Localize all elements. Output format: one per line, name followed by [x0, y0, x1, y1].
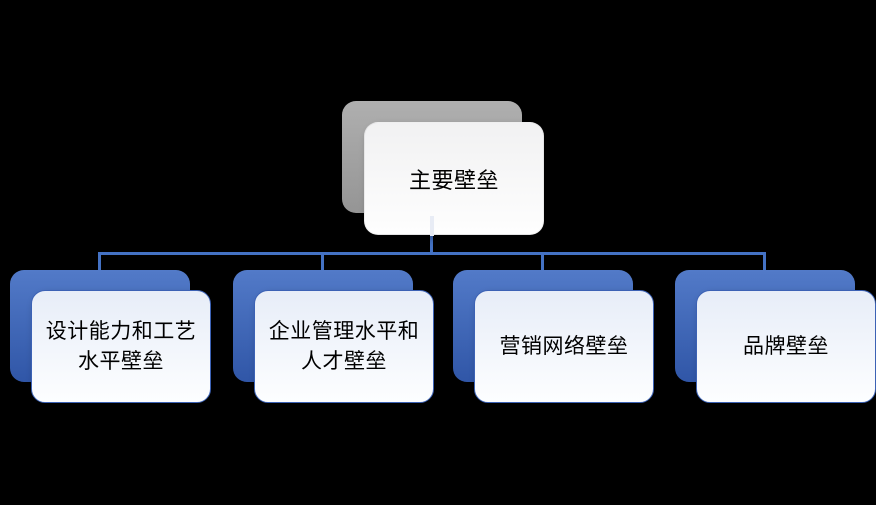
- child-node-marketing-network: 营销网络壁垒: [474, 290, 654, 403]
- child-node-management-talent-label: 企业管理水平和 人才壁垒: [269, 317, 420, 377]
- label-line: 品牌壁垒: [743, 334, 829, 358]
- child-node-brand-label: 品牌壁垒: [743, 332, 829, 362]
- label-line: 设计能力和工艺: [45, 319, 197, 343]
- connector-stub-design-craft: [98, 252, 101, 271]
- root-node-label: 主要壁垒: [408, 167, 499, 193]
- child-node-marketing-network-label: 营销网络壁垒: [500, 332, 629, 362]
- child-node-management-talent: 企业管理水平和 人才壁垒: [254, 290, 434, 403]
- child-node-design-craft-label: 设计能力和工艺 水平壁垒: [46, 317, 197, 377]
- label-line: 人才壁垒: [301, 349, 387, 373]
- connector-horizontal: [98, 252, 766, 255]
- root-node: 主要壁垒: [364, 122, 544, 235]
- label-line: 水平壁垒: [78, 349, 164, 373]
- connector-stub-management-talent: [321, 252, 324, 271]
- child-node-design-craft: 设计能力和工艺 水平壁垒: [31, 290, 211, 403]
- child-node-brand: 品牌壁垒: [696, 290, 876, 403]
- connector-stub-marketing-network: [541, 252, 544, 271]
- label-line: 营销网络壁垒: [499, 334, 629, 358]
- connector-root-vertical: [430, 236, 433, 254]
- label-line: 企业管理水平和: [268, 319, 420, 343]
- connector-stub-brand: [763, 252, 766, 271]
- connector-root-faint-overlay: [430, 216, 434, 236]
